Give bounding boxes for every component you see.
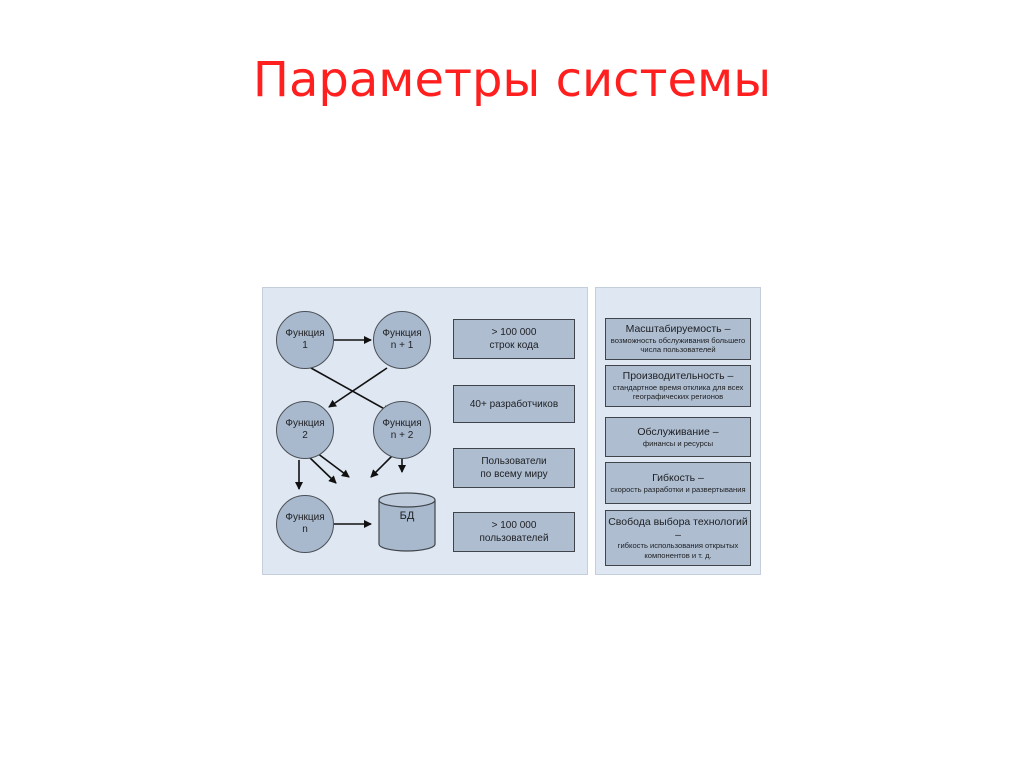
- stat-lines-of-code: > 100 000 строк кода: [453, 319, 575, 359]
- stat-developers: 40+ разработчиков: [453, 385, 575, 423]
- database-label: БД: [399, 510, 415, 522]
- param-description: гибкость использования открытых компонен…: [617, 541, 739, 560]
- database-cylinder: [378, 492, 436, 552]
- param-performance: Производительность – стандартное время о…: [605, 365, 751, 407]
- param-title: Производительность –: [622, 370, 734, 383]
- node-index: n + 2: [390, 430, 414, 441]
- node-function-1: Функция 1: [276, 311, 334, 369]
- node-index: 2: [302, 430, 308, 441]
- param-title: Гибкость –: [652, 472, 704, 485]
- node-label: Функция: [285, 417, 325, 429]
- arrow-f2-to-db-a: [306, 454, 337, 484]
- stat-line-1: > 100 000: [491, 520, 537, 531]
- param-title: Обслуживание –: [637, 426, 719, 439]
- node-label: Функция: [285, 327, 325, 339]
- param-scalability: Масштабируемость – возможность обслужива…: [605, 318, 751, 360]
- stat-users-count: > 100 000 пользователей: [453, 512, 575, 552]
- param-description: финансы и ресурсы: [642, 438, 714, 448]
- param-flexibility: Гибкость – скорость разработки и разверт…: [605, 462, 751, 504]
- stat-line-1: Пользователи: [481, 456, 547, 467]
- stat-line-1: > 100 000: [491, 327, 537, 338]
- node-index: n: [302, 524, 308, 535]
- param-description: стандартное время отклика для всех геогр…: [612, 383, 744, 402]
- node-label: Функция: [382, 327, 422, 339]
- param-title: Свобода выбора технологий –: [608, 516, 748, 541]
- architecture-panel: Функция 1 Функция n + 1 Функция 2 Функци…: [262, 287, 588, 575]
- arrow-f2-to-db-b: [316, 452, 350, 478]
- node-label: Функция: [285, 511, 325, 523]
- slide-title: Параметры системы: [252, 52, 772, 108]
- node-function-n-plus-2: Функция n + 2: [373, 401, 431, 459]
- node-function-n: Функция n: [276, 495, 334, 553]
- parameters-panel: Масштабируемость – возможность обслужива…: [595, 287, 761, 575]
- param-description: скорость разработки и развертывания: [610, 484, 746, 494]
- param-maintenance: Обслуживание – финансы и ресурсы: [605, 417, 751, 457]
- param-title: Масштабируемость –: [625, 323, 731, 336]
- node-function-n-plus-1: Функция n + 1: [373, 311, 431, 369]
- node-function-2: Функция 2: [276, 401, 334, 459]
- stat-line-1: 40+ разработчиков: [469, 398, 559, 410]
- stat-line-2: по всему миру: [480, 469, 548, 480]
- node-index: n + 1: [390, 340, 414, 351]
- node-index: 1: [302, 340, 308, 351]
- param-description: возможность обслуживания большего числа …: [610, 336, 746, 355]
- param-technology-freedom: Свобода выбора технологий – гибкость исп…: [605, 510, 751, 566]
- stat-line-2: строк кода: [489, 340, 539, 351]
- arrow-f1-to-fn2: [310, 367, 391, 413]
- node-label: Функция: [382, 417, 422, 429]
- arrow-fn1-to-f2: [328, 367, 388, 408]
- stat-global-users: Пользователи по всему миру: [453, 448, 575, 488]
- diagram-arrows: [295, 336, 436, 552]
- stat-line-2: пользователей: [479, 533, 549, 544]
